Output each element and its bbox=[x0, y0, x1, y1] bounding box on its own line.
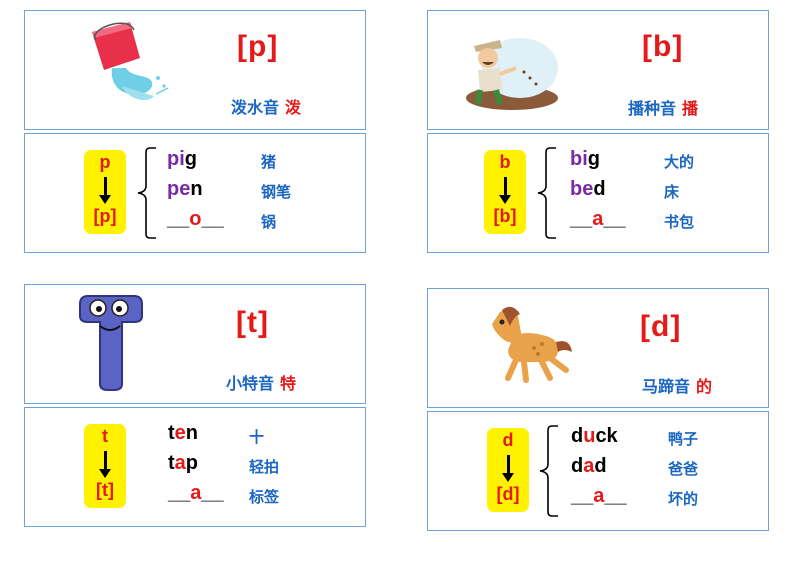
caption-text: 小特音 bbox=[226, 374, 275, 393]
caption-text: 马蹄音 bbox=[642, 377, 691, 396]
sound-caption: 马蹄音的 bbox=[642, 373, 712, 397]
caption-text: 泼水音 bbox=[231, 98, 280, 117]
letter-panel: t [t] bbox=[84, 424, 126, 508]
arrow-down-icon bbox=[104, 177, 107, 197]
farmer-sowing-icon bbox=[460, 28, 560, 113]
phonetic-symbol: [p] bbox=[237, 30, 279, 63]
letter-panel: b [b] bbox=[484, 150, 526, 234]
phonetic-symbol: [b] bbox=[642, 30, 684, 63]
word-meaning: 标签 bbox=[249, 488, 280, 506]
phonetic-symbol: [d] bbox=[640, 310, 682, 343]
example-word: duck bbox=[571, 425, 618, 447]
brace-icon bbox=[539, 425, 558, 517]
bucket-splash-icon bbox=[82, 20, 172, 115]
example-word: pen bbox=[167, 178, 203, 200]
example-word: big bbox=[570, 148, 600, 170]
letter-t-character-icon bbox=[76, 290, 146, 394]
phoneme-bracket: [p] bbox=[93, 206, 117, 226]
card-t-bottom bbox=[24, 407, 366, 527]
fill-blank-word: __o__ bbox=[167, 208, 224, 230]
example-word: bed bbox=[570, 178, 606, 200]
phonetic-symbol: [t] bbox=[236, 306, 269, 339]
word-meaning: 大的 bbox=[664, 153, 695, 171]
example-word: pig bbox=[167, 148, 197, 170]
example-word: dad bbox=[571, 455, 607, 477]
letter: t bbox=[102, 426, 108, 446]
arrow-down-icon bbox=[507, 455, 510, 475]
word-meaning: 钢笔 bbox=[261, 183, 292, 201]
caption-char: 的 bbox=[696, 377, 713, 396]
card-p-bottom bbox=[24, 133, 366, 253]
fill-blank-word: __a__ bbox=[570, 208, 626, 230]
fill-blank-word: __a__ bbox=[168, 482, 224, 504]
fill-blank-word: __a__ bbox=[571, 485, 627, 507]
sound-caption: 播种音播 bbox=[628, 95, 698, 119]
caption-char: 播 bbox=[682, 99, 699, 118]
arrow-down-icon bbox=[104, 451, 107, 471]
caption-char: 特 bbox=[280, 374, 297, 393]
word-meaning: 十 bbox=[249, 428, 265, 446]
brace-icon bbox=[137, 147, 156, 239]
card-p-top bbox=[24, 10, 366, 130]
word-meaning: 锅 bbox=[261, 213, 277, 231]
word-meaning: 书包 bbox=[664, 213, 695, 231]
sound-caption: 小特音特 bbox=[226, 370, 296, 394]
letter: b bbox=[499, 152, 511, 172]
arrow-down-icon bbox=[504, 177, 507, 197]
caption-text: 播种音 bbox=[628, 99, 677, 118]
word-meaning: 鸭子 bbox=[668, 430, 699, 448]
letter: p bbox=[99, 152, 111, 172]
example-word: tap bbox=[168, 452, 199, 474]
word-meaning: 爸爸 bbox=[668, 460, 699, 478]
phoneme-bracket: [b] bbox=[493, 206, 517, 226]
letter-panel: p [p] bbox=[84, 150, 126, 234]
card-d-top bbox=[427, 288, 769, 408]
caption-char: 泼 bbox=[285, 98, 302, 117]
letter: d bbox=[502, 430, 514, 450]
example-word: ten bbox=[168, 422, 199, 444]
word-meaning: 猪 bbox=[261, 153, 277, 171]
sound-caption: 泼水音泼 bbox=[231, 94, 301, 118]
phoneme-bracket: [t] bbox=[96, 480, 114, 500]
letter-panel: d [d] bbox=[487, 428, 529, 512]
card-d-bottom bbox=[427, 411, 769, 531]
phoneme-bracket: [d] bbox=[496, 484, 520, 504]
word-meaning: 床 bbox=[664, 183, 680, 201]
running-horse-icon bbox=[480, 302, 575, 387]
brace-icon bbox=[537, 147, 556, 239]
word-meaning: 轻拍 bbox=[249, 458, 280, 476]
word-meaning: 坏的 bbox=[668, 490, 699, 508]
